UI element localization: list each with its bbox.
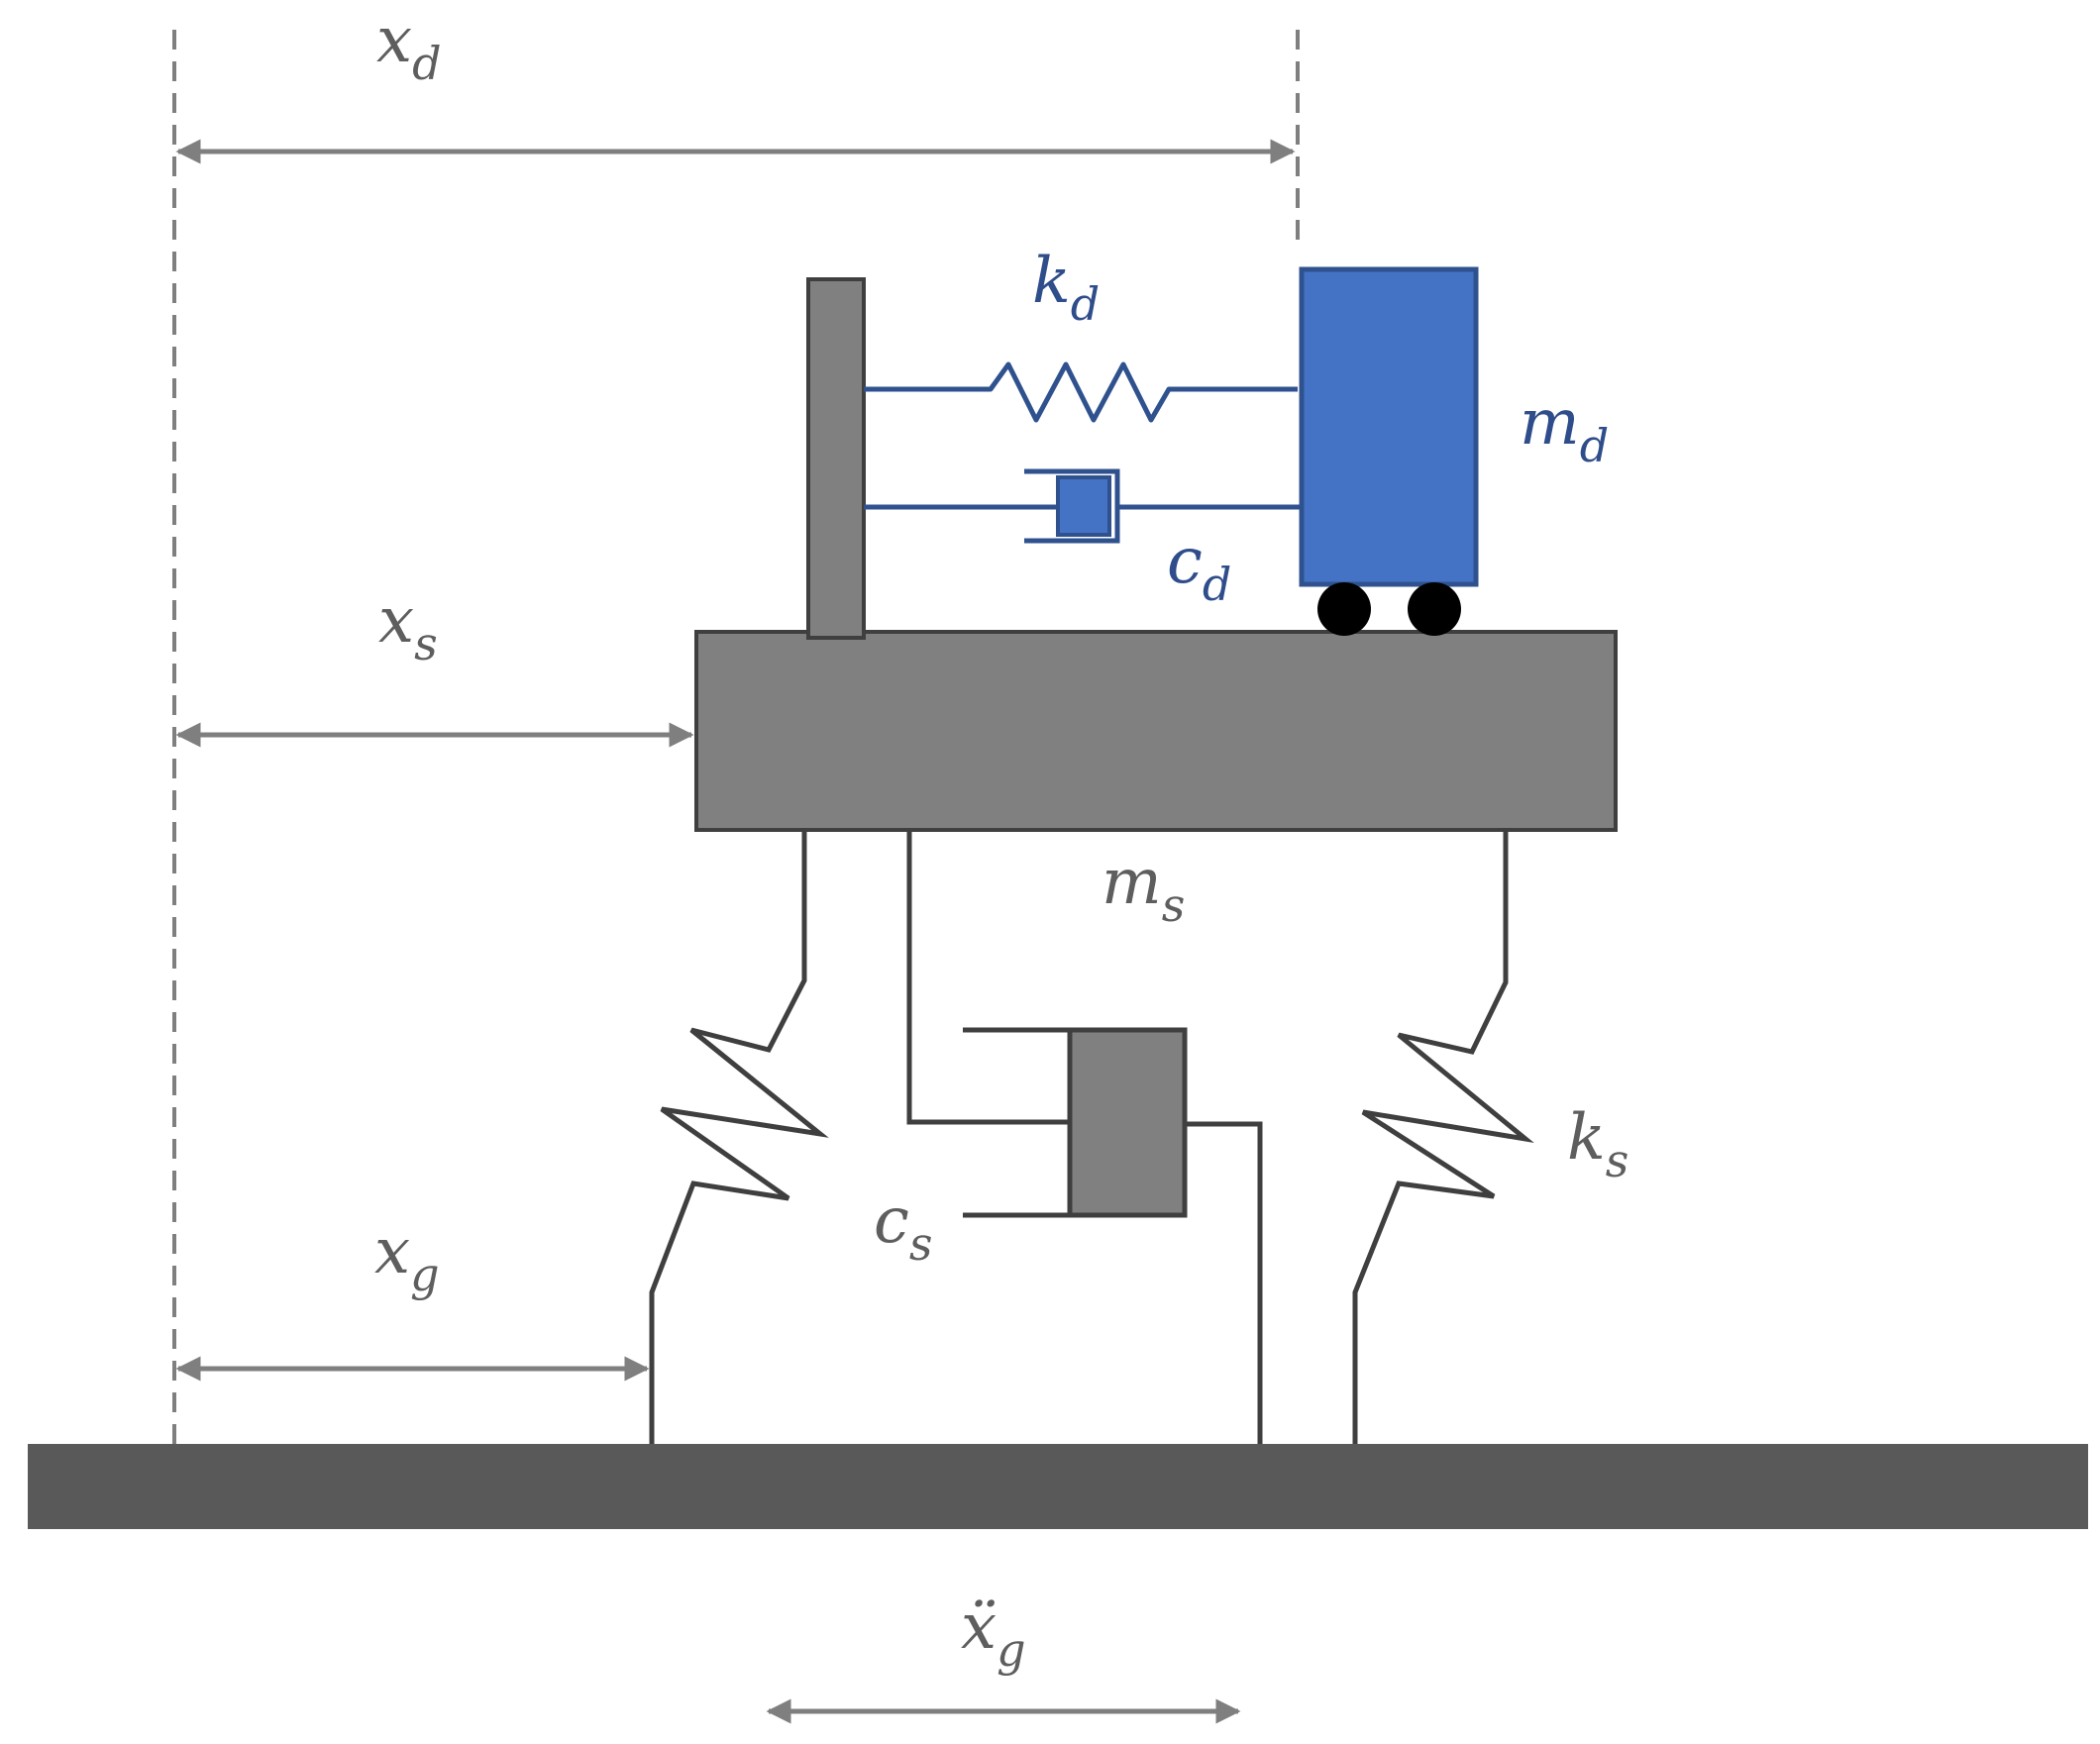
label-x-s: xs [378,584,438,670]
damper-mass [1299,266,1479,587]
label-k-d: kd [1032,245,1100,331]
structure-spring-right [1352,830,1534,1444]
structure-dashpot [906,830,1263,1444]
label-c-d: cd [1167,525,1231,611]
damper-support-post [806,277,866,640]
label-m-s: ms [1102,846,1185,932]
ground [28,1444,2088,1529]
wheel-right [1408,582,1461,636]
damper-spring [864,361,1298,423]
label-m-d: md [1520,386,1609,472]
damper-dashpot [864,468,1302,544]
label-k-s: ks [1567,1101,1628,1187]
structure-mass [694,630,1618,832]
label-ground-acceleration: ẍg [961,1590,1026,1677]
label-c-s: cs [874,1184,932,1271]
label-x-d: xd [376,4,442,90]
label-x-g: xg [374,1215,440,1301]
wheel-left [1317,582,1371,636]
structure-spring-left [649,830,829,1444]
